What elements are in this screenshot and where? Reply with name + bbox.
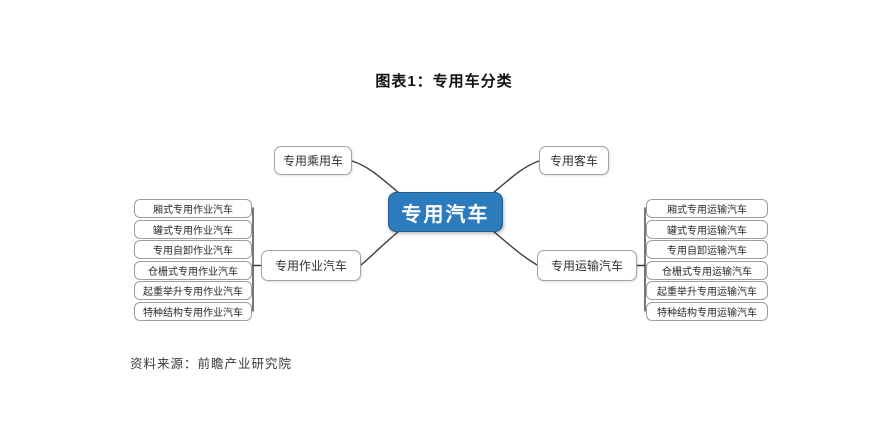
branch-node-bus: 专用客车 xyxy=(539,146,609,175)
leaf-node: 特种结构专用作业汽车 xyxy=(134,302,252,321)
connector-center-to-bus xyxy=(492,160,540,194)
branch-node-transport: 专用运输汽车 xyxy=(537,250,637,281)
leaf-node: 仓栅式专用运输汽车 xyxy=(646,261,768,280)
leaf-node: 厢式专用作业汽车 xyxy=(134,199,252,218)
leaf-node: 起重举升专用作业汽车 xyxy=(134,281,252,300)
connector-center-to-transport xyxy=(492,230,538,266)
chart-title: 图表1：专用车分类 xyxy=(375,73,513,90)
branch-node-operation: 专用作业汽车 xyxy=(261,250,361,281)
center-node: 专用汽车 xyxy=(388,192,503,232)
leaf-node: 罐式专用运输汽车 xyxy=(646,220,768,239)
connector-center-to-passenger xyxy=(351,160,400,194)
leaf-node: 罐式专用作业汽车 xyxy=(134,220,252,239)
source-note: 资料来源：前瞻产业研究院 xyxy=(130,357,293,371)
branch-node-passenger: 专用乘用车 xyxy=(274,146,352,175)
leaf-node: 起重举升专用运输汽车 xyxy=(646,281,768,300)
connector-center-to-operation xyxy=(360,230,400,266)
leaf-node: 专用自卸作业汽车 xyxy=(134,240,252,259)
leaf-node: 特种结构专用运输汽车 xyxy=(646,302,768,321)
leaf-node: 仓栅式专用作业汽车 xyxy=(134,261,252,280)
leaf-node: 专用自卸运输汽车 xyxy=(646,240,768,259)
leaf-node: 厢式专用运输汽车 xyxy=(646,199,768,218)
